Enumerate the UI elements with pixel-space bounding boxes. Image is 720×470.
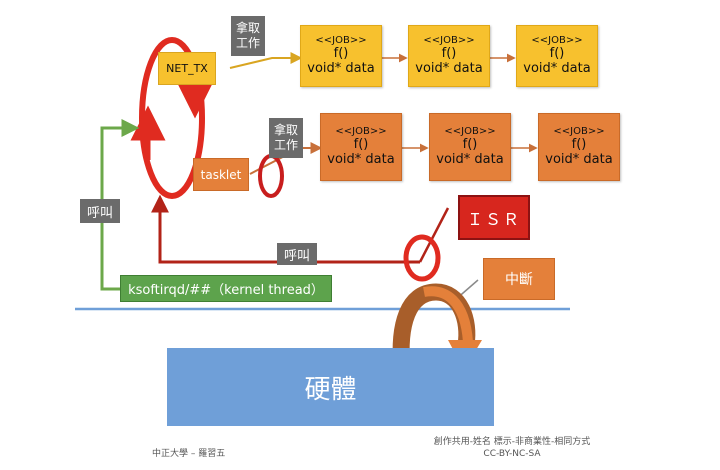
tasklet-label: tasklet bbox=[200, 167, 242, 182]
take-work-label-2: 拿取 工作 bbox=[269, 118, 303, 158]
take-work-label-1: 拿取 工作 bbox=[231, 16, 265, 56]
tasklet-box: tasklet bbox=[193, 158, 249, 191]
isr-box: ＩＳＲ bbox=[458, 195, 530, 240]
job-row2-3: <<JOB>> f() void* data bbox=[538, 113, 620, 181]
interrupt-arc-highlight bbox=[423, 286, 473, 343]
isr-loop-ring bbox=[403, 234, 441, 282]
job-row1-2: <<JOB>> f() void* data bbox=[408, 25, 490, 87]
interrupt-label: 中斷 bbox=[505, 272, 533, 288]
call-label-ksoftirqd: 呼叫 bbox=[80, 199, 120, 223]
job-row1-3: <<JOB>> f() void* data bbox=[516, 25, 598, 87]
footer-left: 中正大學 – 羅習五 bbox=[152, 449, 226, 459]
ksoftirqd-label: ksoftirqd/##（kernel thread） bbox=[128, 283, 324, 298]
hardware-label: 硬體 bbox=[304, 374, 357, 405]
net-tx-box: NET_TX bbox=[158, 52, 216, 85]
footer-right: 創作共用-姓名 標示-非商業性-相同方式 CC-BY-NC-SA bbox=[433, 437, 591, 460]
call-label-isr: 呼叫 bbox=[277, 243, 317, 265]
isr-connector bbox=[418, 207, 450, 263]
net-tx-label: NET_TX bbox=[166, 62, 208, 75]
isr-label: ＩＳＲ bbox=[466, 209, 521, 229]
hardware-box: 硬體 bbox=[167, 348, 494, 426]
isr-call-arrow bbox=[151, 194, 420, 264]
net-tx-to-job1-arrow bbox=[229, 52, 303, 69]
ksoftirqd-box: ksoftirqd/##（kernel thread） bbox=[120, 275, 332, 302]
job-row1-1: <<JOB>> f() void* data bbox=[300, 25, 382, 87]
job-row2-2: <<JOB>> f() void* data bbox=[429, 113, 511, 181]
interrupt-box: 中斷 bbox=[483, 258, 555, 300]
job-row2-1: <<JOB>> f() void* data bbox=[320, 113, 402, 181]
